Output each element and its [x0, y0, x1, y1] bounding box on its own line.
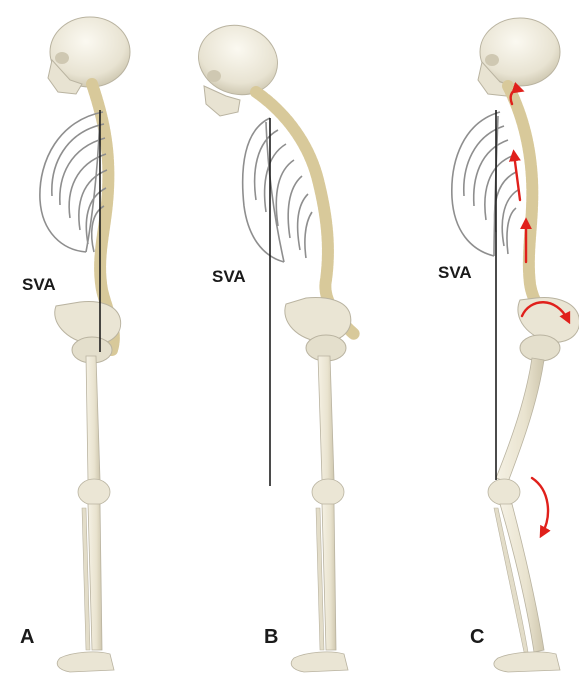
- sva-label: SVA: [212, 267, 246, 286]
- ribcage: [452, 112, 518, 256]
- ribcage: [40, 112, 107, 252]
- pelvis: [285, 298, 351, 361]
- panel-label: B: [264, 626, 278, 648]
- curved-arrow-icon: [532, 478, 548, 534]
- panel-a: SVA A: [20, 17, 130, 672]
- leg: [57, 356, 114, 672]
- panel-label: C: [470, 626, 484, 648]
- panel-c: SVA C: [438, 18, 579, 672]
- leg: [291, 356, 348, 672]
- sva-label: SVA: [22, 275, 56, 294]
- leg: [488, 358, 560, 672]
- panel-b: SVA B: [189, 15, 354, 672]
- panel-label: A: [20, 626, 34, 648]
- sva-label: SVA: [438, 263, 472, 282]
- pelvis: [55, 302, 121, 363]
- skull: [478, 18, 560, 96]
